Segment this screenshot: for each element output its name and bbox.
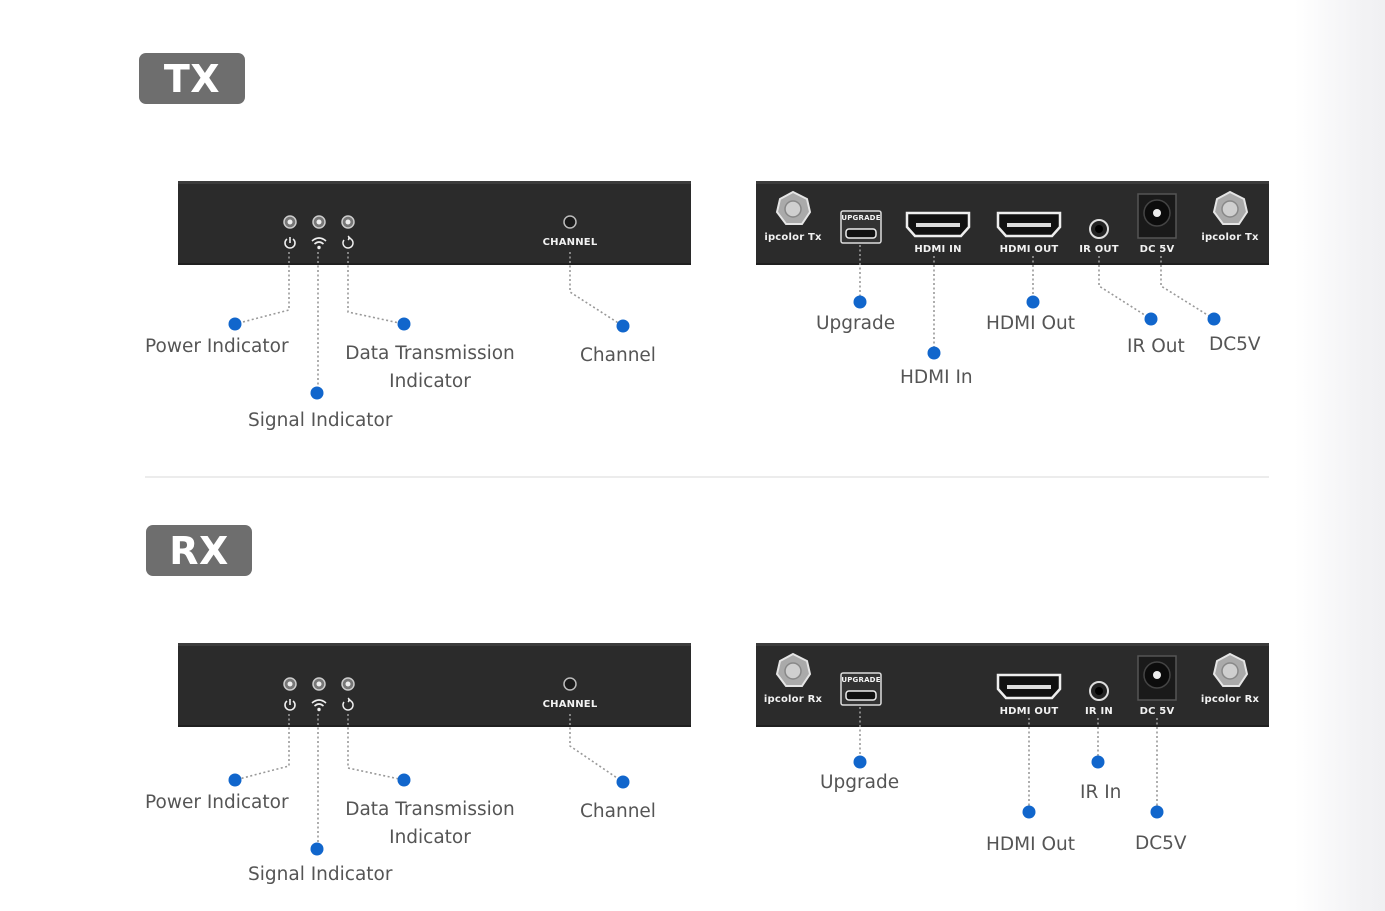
tx-power-led-icon: [283, 215, 297, 229]
tx-ir-out-jack-icon: [1089, 219, 1109, 239]
tx-hdmi-out-port-label: HDMI OUT: [999, 244, 1059, 255]
rx-data-callout-line1: Data Transmission: [345, 799, 515, 820]
tx-antenna-right-icon: [1212, 190, 1249, 225]
rx-antenna-left-icon: [775, 652, 812, 687]
rx-upgrade-port-icon: [840, 672, 882, 706]
tx-power-symbol-icon: [284, 237, 296, 249]
rx-dc5v-port-label: DC 5V: [1139, 706, 1175, 717]
rx-data-led-icon: [341, 677, 355, 691]
tx-upgrade-callout-dot: [853, 295, 867, 309]
tx-channel-callout-dot: [616, 319, 630, 333]
rx-antenna-left-label: ipcolor Rx: [763, 694, 823, 705]
rx-upgrade-callout-label: Upgrade: [820, 772, 900, 793]
rx-dc5v-callout-label: DC5V: [1135, 833, 1187, 854]
tx-data-callout-dot: [397, 317, 411, 331]
rx-ir-in-port-label: IR IN: [1085, 706, 1113, 717]
rx-power-led-icon: [283, 677, 297, 691]
rx-dc5v-callout-dot: [1150, 805, 1164, 819]
rx-hdmi-out-callout-dot: [1022, 805, 1036, 819]
rx-channel-button-icon: [563, 677, 577, 691]
section-divider: [145, 476, 1269, 478]
rx-channel-callout-dot: [616, 775, 630, 789]
tx-badge: TX: [139, 53, 245, 104]
rx-badge: RX: [146, 525, 252, 576]
rx-data-symbol-icon: [342, 697, 354, 711]
tx-signal-callout-label: Signal Indicator: [248, 410, 393, 431]
tx-hdmi-in-port-icon: [905, 211, 971, 238]
tx-upgrade-callout-label: Upgrade: [816, 313, 896, 334]
tx-hdmi-out-callout-dot: [1026, 295, 1040, 309]
tx-dc5v-port-label: DC 5V: [1139, 244, 1175, 255]
rx-antenna-right-label: ipcolor Rx: [1200, 694, 1260, 705]
tx-dc5v-callout-label: DC5V: [1209, 334, 1261, 355]
rx-front-panel: [178, 643, 691, 727]
page-edge-shade: [1295, 0, 1385, 911]
tx-signal-callout-dot: [310, 386, 324, 400]
tx-wifi-symbol-icon: [311, 237, 327, 250]
rx-hdmi-out-port-label: HDMI OUT: [999, 706, 1059, 717]
tx-channel-callout-label: Channel: [580, 345, 656, 366]
tx-data-led-icon: [341, 215, 355, 229]
rx-upgrade-port-label: UPGRADE: [841, 676, 881, 684]
rx-data-callout-dot: [397, 773, 411, 787]
rx-power-callout-label: Power Indicator: [145, 792, 289, 813]
tx-hdmi-out-callout-label: HDMI Out: [986, 313, 1075, 334]
rx-signal-callout-dot: [310, 842, 324, 856]
rx-data-callout-line2: Indicator: [389, 827, 471, 848]
tx-antenna-left-icon: [775, 190, 812, 225]
tx-hdmi-in-callout-label: HDMI In: [900, 367, 973, 388]
tx-hdmi-in-port-label: HDMI IN: [914, 244, 962, 255]
rx-ir-in-callout-dot: [1091, 755, 1105, 769]
rx-power-symbol-icon: [284, 699, 296, 711]
rx-channel-port-label: CHANNEL: [542, 699, 598, 710]
rx-antenna-right-icon: [1212, 652, 1249, 687]
rx-wifi-symbol-icon: [311, 699, 327, 712]
tx-upgrade-port-icon: [840, 210, 882, 244]
tx-power-callout-label: Power Indicator: [145, 336, 289, 357]
rx-hdmi-out-port-icon: [996, 673, 1062, 700]
tx-ir-out-callout-dot: [1144, 312, 1158, 326]
tx-badge-text: TX: [163, 56, 221, 101]
tx-hdmi-out-port-icon: [996, 211, 1062, 238]
tx-channel-button-icon: [563, 215, 577, 229]
tx-ir-out-port-label: IR OUT: [1079, 244, 1119, 255]
rx-channel-callout-label: Channel: [580, 801, 656, 822]
rx-dc5v-jack-icon: [1137, 655, 1177, 701]
tx-hdmi-in-callout-dot: [927, 346, 941, 360]
tx-channel-port-label: CHANNEL: [542, 237, 598, 248]
tx-antenna-left-label: ipcolor Tx: [764, 232, 822, 243]
rx-ir-in-callout-label: IR In: [1080, 782, 1122, 803]
tx-signal-led-icon: [312, 215, 326, 229]
rx-signal-led-icon: [312, 677, 326, 691]
rx-power-callout-dot: [228, 773, 242, 787]
tx-front-panel: [178, 181, 691, 265]
tx-upgrade-port-label: UPGRADE: [841, 214, 881, 222]
rx-hdmi-out-callout-label: HDMI Out: [986, 834, 1075, 855]
tx-power-callout-dot: [228, 317, 242, 331]
tx-data-callout-line2: Indicator: [389, 371, 471, 392]
rx-signal-callout-label: Signal Indicator: [248, 864, 393, 885]
tx-antenna-right-label: ipcolor Tx: [1201, 232, 1259, 243]
rx-ir-in-jack-icon: [1089, 681, 1109, 701]
tx-dc5v-callout-dot: [1207, 312, 1221, 326]
tx-data-callout-line1: Data Transmission: [345, 343, 515, 364]
rx-badge-text: RX: [169, 528, 229, 573]
tx-ir-out-callout-label: IR Out: [1127, 336, 1185, 357]
tx-dc5v-jack-icon: [1137, 193, 1177, 239]
rx-upgrade-callout-dot: [853, 755, 867, 769]
tx-data-symbol-icon: [342, 235, 354, 249]
